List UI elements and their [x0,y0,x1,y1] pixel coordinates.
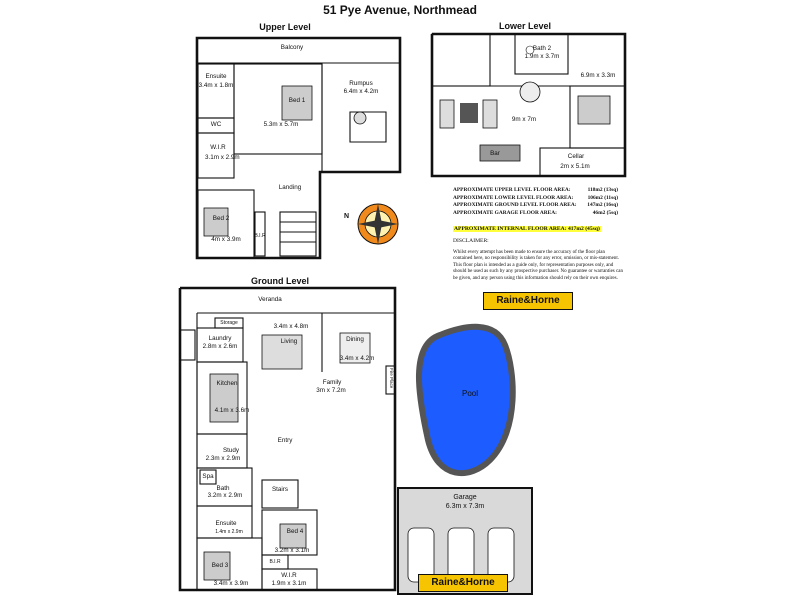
ground-laundry-label: Laundry [208,335,232,342]
lower-bar-label: Bar [490,150,500,157]
raine-horne-logo: Raine&Horne [483,292,573,310]
upper-bed2-dim: 4m x 3.9m [211,236,241,243]
lower-bath2-dim: 1.9m x 3.7m [524,53,560,60]
lower-bath2-label: Bath 2 [532,45,552,52]
ground-wir-dim: 1.9m x 3.1m [271,580,307,587]
lower-level-walls [430,32,627,178]
ground-ensuite-label: Ensuite [215,520,237,527]
ground-study-label: Study [222,447,240,454]
ground-living-dim: 3.4m x 4.8m [273,323,309,330]
garage-dim: 6.3m x 7.3m [445,503,485,510]
ground-family-dim: 3m x 7.2m [316,387,346,394]
lower-cellar-label: Cellar [567,153,585,160]
ground-ensuite-dim: 1.4m x 2.9m [215,529,243,535]
ground-dining-label: Dining [346,336,364,343]
page-title: 51 Pye Avenue, Northmead [323,3,477,17]
lower-cellar-dim: 2m x 5.1m [560,163,590,170]
upper-wc-label: WC [210,121,222,128]
disclaimer-heading: DISCLAIMER: [453,238,489,244]
ground-bath-dim: 3.2m x 2.9m [207,492,243,499]
area-row-upper: APPROXIMATE UPPER LEVEL FLOOR AREA:118m2… [453,187,618,193]
compass-n-label: N [344,213,350,220]
ground-entry-label: Entry [277,437,293,444]
disclaimer-text: Whilst every attempt has been made to en… [453,250,623,281]
upper-ensuite-dim: 3.4m x 1.8m [198,82,234,89]
ground-fire-place-label: Fire Place [389,368,394,389]
lower-main-dim: 9m x 7m [511,116,537,123]
upper-bed1-label: Bed 1 [288,97,306,104]
ground-bir-label: B.I.R [269,559,281,565]
ground-laundry-dim: 2.8m x 2.6m [202,343,238,350]
pool [416,323,516,476]
total-floor-area: APPROXIMATE INTERNAL FLOOR AREA: 417m2 (… [453,226,601,232]
ground-kitchen-label: Kitchen [216,380,238,387]
ground-study-dim: 2.3m x 2.9m [205,455,241,462]
ground-bed3-label: Bed 3 [211,562,229,569]
upper-wir-label: W.I.R [210,144,226,151]
ground-bath-label: Bath [216,485,230,492]
upper-bed2-label: Bed 2 [212,215,230,222]
area-row-lower: APPROXIMATE LOWER LEVEL FLOOR AREA:106m2… [453,194,618,201]
upper-balcony-label: Balcony [280,44,304,51]
ground-bed3-dim: 3.4m x 3.9m [213,580,249,587]
upper-wir-dim: 3.1m x 2.9m [205,154,240,161]
ground-kitchen-dim: 4.1m x 3.6m [214,407,250,414]
lower-level-heading: Lower Level [498,21,552,31]
upper-landing-label: Landing [278,184,302,191]
upper-level-walls [195,36,402,260]
area-row-ground: APPROXIMATE GROUND LEVEL FLOOR AREA:147m… [453,202,618,208]
upper-bed1-dim: 5.3m x 5.7m [263,121,299,128]
ground-living-label: Living [280,338,298,345]
upper-rumpus-dim: 6.4m x 4.2m [343,88,379,95]
upper-bir-label: B.I.R [254,233,266,239]
ground-bed4-label: Bed 4 [286,528,304,535]
ground-level-walls [178,286,397,592]
ground-level-heading: Ground Level [250,276,309,286]
ground-wir-label: W.I.R [281,572,297,579]
floor-area-list: APPROXIMATE UPPER LEVEL FLOOR AREA:118m2… [453,187,618,217]
ground-dining-dim: 3.4m x 4.2m [339,355,375,362]
pool-label: Pool [461,389,478,398]
ground-stairs-label: Stairs [271,486,289,493]
ground-spa-label: Spa [202,473,214,480]
area-row-garage: APPROXIMATE GARAGE FLOOR AREA:46m2 (5sq) [453,209,618,216]
ground-storage-label: Storage [220,320,238,326]
ground-bed4-dim: 3.2m x 3.1m [274,547,310,554]
upper-ensuite-label: Ensuite [205,73,227,80]
ground-family-label: Family [322,379,342,386]
upper-level-heading: Upper Level [259,22,311,32]
ground-veranda-label: Veranda [258,296,282,303]
lower-bedroom-dim: 6.9m x 3.3m [580,72,616,79]
raine-horne-logo-bottom: Raine&Horne [418,574,508,592]
upper-rumpus-label: Rumpus [349,80,373,87]
compass-rose [357,203,399,245]
garage-label: Garage [453,494,477,501]
